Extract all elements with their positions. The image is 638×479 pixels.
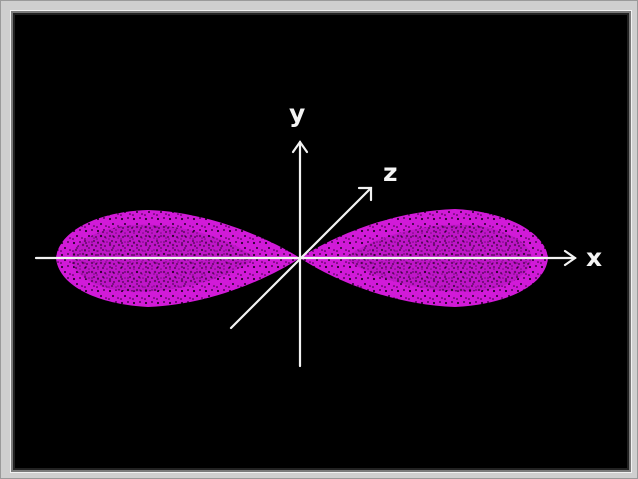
coordinate-axes: [34, 140, 577, 368]
z-axis-arrow: [357, 186, 373, 202]
y-axis-label: y: [289, 99, 305, 128]
y-axis-arrow: [291, 140, 309, 154]
x-axis-label: x: [586, 243, 602, 272]
x-axis-arrow: [563, 249, 577, 267]
z-axis-line: [229, 186, 373, 330]
z-axis-label: z: [383, 158, 398, 187]
